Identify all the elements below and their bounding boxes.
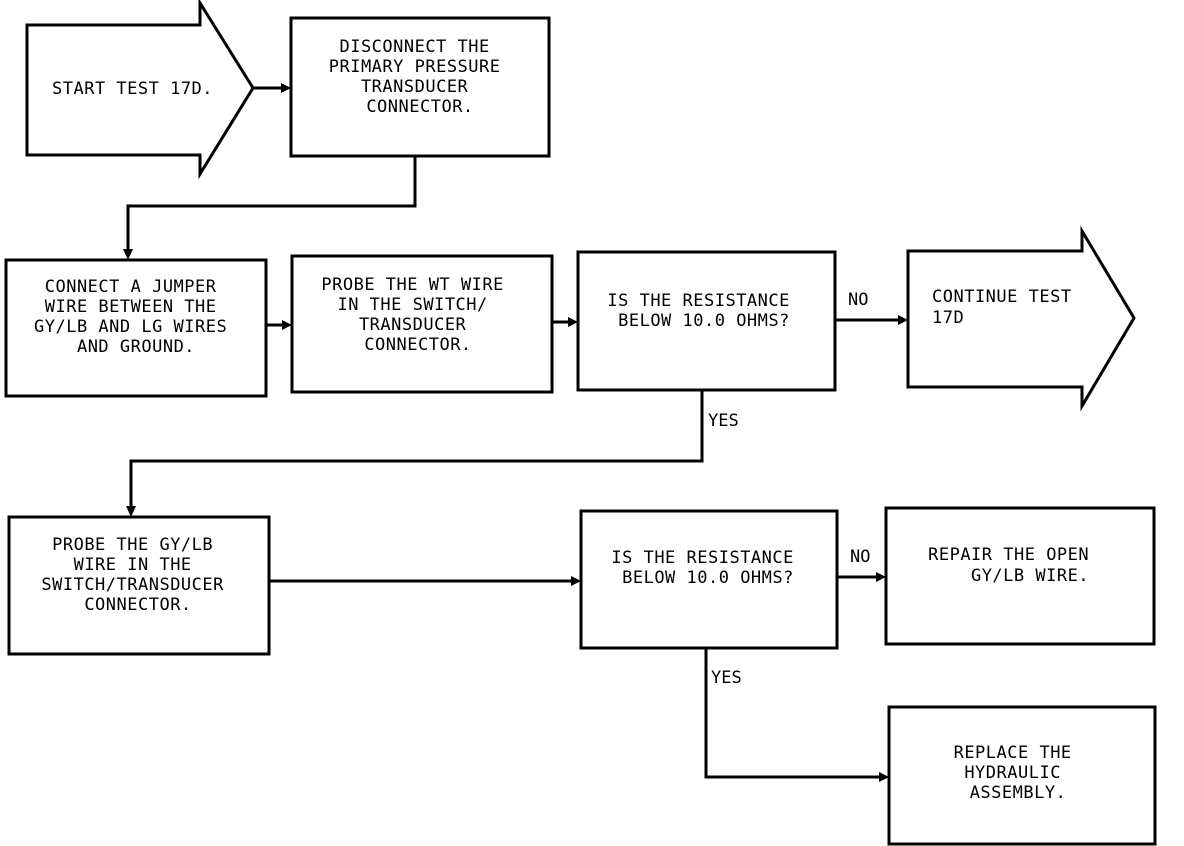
jumper-box	[4, 258, 268, 398]
probe-gylb-text: PROBE THE GY/LB WIRE IN THE SWITCH/TRANS…	[41, 535, 234, 615]
decision-1-box	[576, 250, 837, 392]
arrowhead-probegylb-decision2	[571, 576, 581, 586]
continue-arrow	[906, 225, 1136, 412]
arrowhead-jumper-probewt	[282, 320, 292, 330]
connector-decision1-probegylb	[129, 390, 704, 507]
jumper-text: CONNECT A JUMPER WIRE BETWEEN THE GY/LB …	[34, 277, 238, 357]
repair-text: REPAIR THE OPEN GY/LB WIRE.	[928, 545, 1100, 586]
arrowhead-probewt-decision1	[568, 317, 578, 327]
arrowhead-decision2-replace	[879, 772, 889, 782]
probe-wt-text: PROBE THE WT WIRE IN THE SWITCH/ TRANSDU…	[321, 275, 514, 355]
arrowhead-decision1-probegylb	[126, 506, 136, 517]
arrowhead-start-disconnect	[281, 83, 291, 93]
connector-decision2-replace	[704, 648, 880, 779]
repair-box	[884, 506, 1156, 646]
arrowhead-disconnect-jumper	[123, 249, 133, 260]
arrowhead-decision2-repair	[876, 572, 886, 582]
probe-gylb-box	[7, 515, 271, 656]
start-text: START TEST 17D.	[52, 79, 213, 99]
disconnect-box	[289, 16, 551, 158]
label-decision2-no: NO	[850, 547, 870, 567]
continue-text: CONTINUE TEST 17D	[932, 287, 1082, 328]
label-decision1-no: NO	[848, 290, 868, 310]
decision-2-text: IS THE RESISTANCE BELOW 10.0 OHMS?	[611, 548, 804, 588]
replace-text: REPLACE THE HYDRAULIC ASSEMBLY.	[954, 743, 1083, 803]
arrowhead-decision1-continue	[898, 315, 908, 325]
label-decision1-yes: YES	[708, 411, 739, 431]
probe-wt-box	[290, 254, 554, 394]
label-decision2-yes: YES	[711, 668, 742, 688]
connector-disconnect-jumper	[126, 156, 417, 250]
replace-box	[887, 705, 1157, 846]
start-arrow	[25, 0, 255, 180]
decision-2-box	[579, 509, 839, 650]
decision-1-text: IS THE RESISTANCE BELOW 10.0 OHMS?	[607, 291, 800, 331]
disconnect-text: DISCONNECT THE PRIMARY PRESSURE TRANSDUC…	[329, 37, 512, 117]
